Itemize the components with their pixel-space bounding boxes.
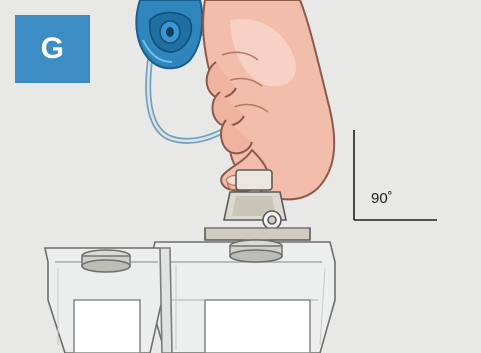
step-badge: G [15,15,90,83]
step-letter: G [41,32,65,66]
container-icon [45,240,335,353]
angle-label: 90˚ [371,190,393,207]
clamp-icon [136,0,202,68]
right-angle-icon [354,130,437,220]
